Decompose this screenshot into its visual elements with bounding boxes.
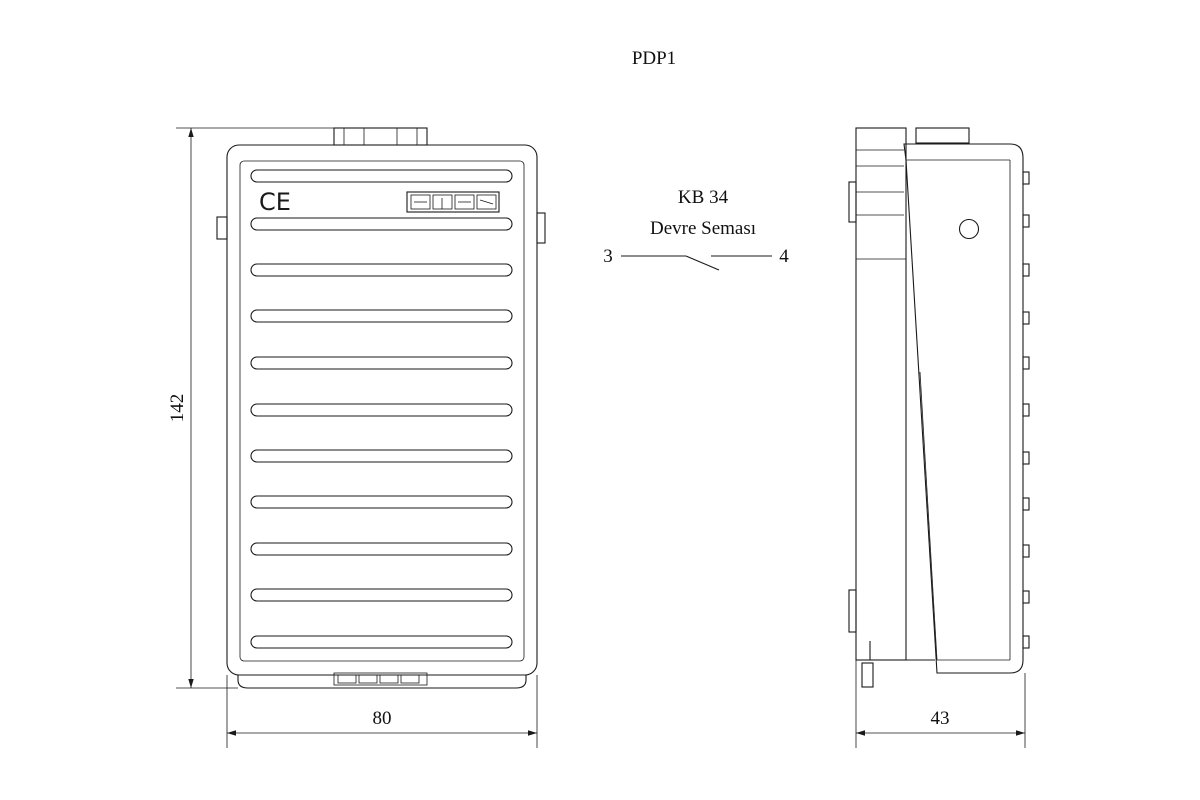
width-dimension: 80 — [226, 675, 538, 748]
vent-slot — [250, 217, 513, 231]
vent-slot — [250, 542, 513, 556]
side-tab — [1022, 451, 1030, 465]
vent-slot — [250, 309, 513, 323]
side-tab — [1022, 635, 1030, 649]
vent-slot — [250, 169, 513, 183]
vent-slot — [250, 449, 513, 463]
cover-profile — [903, 143, 1024, 674]
circuit-schematic: KB 34 Devre Seması 3 4 — [603, 187, 789, 271]
side-tab — [1022, 214, 1030, 228]
side-tab — [1022, 497, 1030, 511]
ce-mark: CE — [259, 188, 291, 216]
depth-dimension: 43 — [855, 660, 1026, 748]
side-tabs — [1022, 171, 1030, 649]
terminal-4-label: 4 — [779, 246, 789, 267]
schematic-caption: Devre Seması — [650, 218, 756, 239]
height-label: 142 — [167, 394, 188, 423]
height-dimension: 142 — [167, 127, 334, 689]
side-tab — [1022, 544, 1030, 558]
screw-head — [958, 218, 980, 240]
top-connector — [333, 127, 428, 146]
vent-slots — [250, 169, 513, 649]
side-tab — [1022, 171, 1030, 185]
back-clip-bottom — [848, 589, 857, 633]
side-view — [848, 127, 1030, 688]
vent-slot — [250, 263, 513, 277]
vent-slot — [250, 635, 513, 649]
right-clip — [536, 212, 546, 244]
foot-rail — [869, 641, 935, 661]
foot-peg — [861, 662, 874, 688]
contact-blade — [685, 255, 720, 271]
vent-slot — [250, 356, 513, 370]
enclosure-body — [226, 144, 538, 676]
vent-slot — [250, 403, 513, 417]
side-tab — [1022, 311, 1030, 325]
depth-label: 43 — [931, 708, 950, 729]
side-tab — [1022, 263, 1030, 277]
vent-slot — [250, 588, 513, 602]
emas-logo — [406, 191, 500, 213]
front-view: CE — [216, 127, 546, 689]
schematic-model: KB 34 — [678, 187, 729, 208]
drawing-title: PDP1 — [632, 48, 676, 69]
back-clip-top — [848, 181, 857, 223]
front-cover — [239, 160, 525, 662]
back-plate — [855, 127, 907, 661]
side-tab — [1022, 403, 1030, 417]
bottom-label-plate — [333, 672, 428, 686]
base-plate — [237, 675, 527, 689]
width-label: 80 — [373, 708, 392, 729]
left-clip — [216, 216, 228, 240]
side-top-connector — [915, 127, 970, 144]
vent-slot — [250, 495, 513, 509]
side-tab — [1022, 590, 1030, 604]
side-tab — [1022, 356, 1030, 370]
terminal-3-label: 3 — [603, 246, 613, 267]
